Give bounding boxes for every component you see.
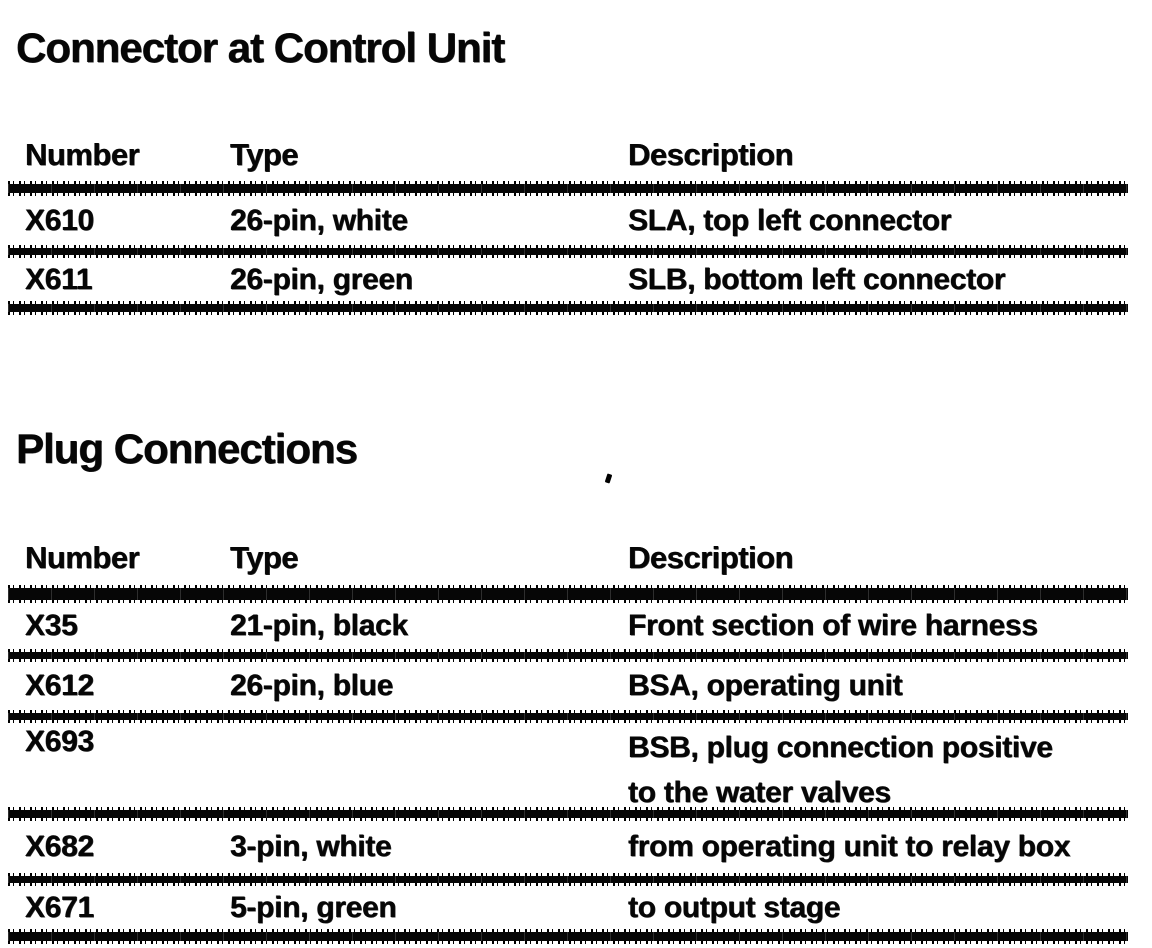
description-line: to the water valves	[628, 776, 891, 809]
scan-artifact-speck	[604, 473, 613, 484]
cell-number: X682	[25, 830, 94, 863]
cell-description: BSA, operating unit	[628, 669, 903, 702]
cell-description: to output stage	[628, 890, 841, 924]
table-header-row: Number Type Description	[8, 137, 1128, 184]
cell-type: 21-pin, black	[230, 609, 408, 642]
cell-type: 26-pin, green	[230, 262, 413, 296]
section-title-connector-at-control-unit: Connector at Control Unit	[16, 24, 505, 71]
col-header-description: Description	[628, 137, 794, 172]
cell-number: X35	[25, 609, 78, 642]
cell-number: X671	[25, 890, 94, 924]
cell-type: 5-pin, green	[230, 890, 397, 924]
table-rule	[8, 649, 1128, 662]
col-header-type: Type	[230, 137, 299, 172]
cell-type: 26-pin, white	[230, 203, 408, 237]
table-rule	[8, 710, 1128, 723]
table-row: X671 5-pin, green to output stage	[8, 883, 1128, 932]
table-row: X35 21-pin, black Front section of wire …	[8, 600, 1128, 652]
cell-number: X612	[25, 669, 94, 702]
cell-description: BSB, plug connection positive to the wat…	[628, 725, 1128, 815]
cell-number: X610	[25, 203, 94, 237]
table-row: X612 26-pin, blue BSA, operating unit	[8, 659, 1128, 713]
plug-connections-table: Number Type Description X35 21-pin, blac…	[8, 540, 1128, 944]
cell-description: Front section of wire harness	[628, 609, 1038, 642]
col-header-description: Description	[628, 540, 794, 575]
table-rule	[8, 873, 1128, 886]
table-rule	[8, 929, 1128, 944]
table-rule	[8, 301, 1128, 315]
col-header-type: Type	[230, 540, 299, 575]
table-row: X682 3-pin, white from operating unit to…	[8, 818, 1128, 876]
cell-type: 3-pin, white	[230, 830, 392, 863]
table-row: X611 26-pin, green SLB, bottom left conn…	[8, 255, 1128, 304]
description-line: BSB, plug connection positive	[628, 731, 1053, 764]
section-title-plug-connections: Plug Connections	[16, 425, 358, 472]
table-rule	[8, 585, 1128, 603]
cell-description: from operating unit to relay box	[628, 830, 1071, 863]
col-header-number: Number	[25, 540, 140, 575]
cell-type: 26-pin, blue	[230, 669, 394, 702]
table-rule	[8, 807, 1128, 821]
cell-description: SLB, bottom left connector	[628, 262, 1006, 296]
table-row: X693 BSB, plug connection positive to th…	[8, 720, 1128, 810]
table-rule	[8, 245, 1128, 258]
connector-at-control-unit-table: Number Type Description X610 26-pin, whi…	[8, 137, 1128, 315]
col-header-number: Number	[25, 137, 140, 172]
table-rule	[8, 181, 1128, 196]
cell-description: SLA, top left connector	[628, 203, 952, 237]
cell-number: X693	[25, 725, 94, 758]
cell-number: X611	[25, 262, 93, 296]
table-header-row: Number Type Description	[8, 540, 1128, 588]
table-row: X610 26-pin, white SLA, top left connect…	[8, 193, 1128, 248]
